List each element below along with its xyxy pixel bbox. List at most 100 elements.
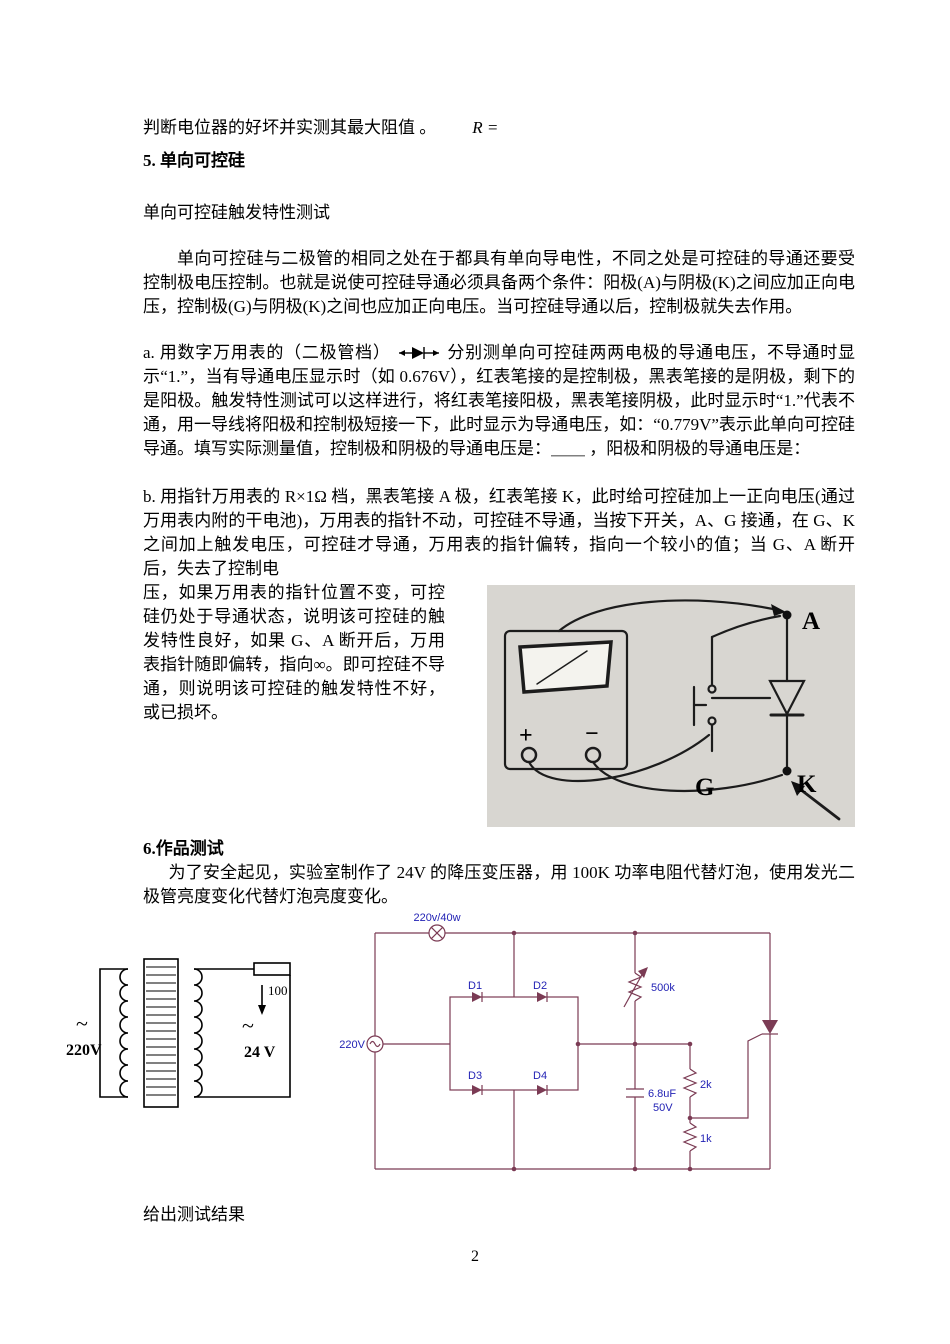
pot-wiper-arrow-line [623, 970, 645, 1008]
thyristor-triangle [768, 679, 806, 717]
cap-label: 6.8uF [648, 1088, 676, 1100]
resistor-2k-label: 2k [700, 1079, 712, 1091]
node-dot [632, 1166, 638, 1172]
diode-d1-symbol [472, 992, 482, 1002]
label-cathode: K [797, 771, 817, 798]
load-resistor [253, 962, 291, 976]
switch-contact-top [707, 684, 717, 694]
capacitor-plates [626, 1088, 644, 1098]
multimeter-body [503, 629, 629, 771]
diode-d1-label: D1 [468, 980, 482, 992]
switch-contact-bottom [707, 716, 717, 726]
scr-test-photo-figure: A G K + − [487, 585, 855, 827]
node-dot [632, 1041, 638, 1047]
load-label: 100 [268, 983, 288, 998]
secondary-voltage-label: 24 V [244, 1044, 276, 1061]
wire-minus-to-cathode [591, 760, 784, 793]
primary-loop [99, 968, 128, 1098]
item-a-text-pre: a. 用数字万用表的（二极管档） [143, 343, 391, 362]
section6-heading: 6.作品测试 [143, 839, 224, 858]
pot-arrowhead [638, 967, 648, 978]
resistor-1k-label: 1k [700, 1133, 712, 1145]
page-number: 2 [471, 1248, 479, 1265]
cap-voltage-label: 50V [653, 1102, 673, 1114]
resistor-2k-zigzag [682, 1068, 698, 1098]
section5-heading: 5. 单向可控硅 [143, 151, 245, 170]
section6-figures: ~ 220V ~ 24 V 100 [66, 911, 855, 1183]
secondary-coil [193, 968, 203, 1098]
diode-d2-label: D2 [533, 980, 547, 992]
wire-meter-to-anode [557, 599, 775, 633]
resistor-1k-zigzag [682, 1122, 698, 1152]
meter-minus-sign: − [585, 721, 599, 747]
anode-node [782, 610, 792, 620]
label-anode: A [802, 608, 820, 635]
footer-text: 给出测试结果 [143, 1205, 245, 1224]
schematic-symbols [472, 930, 778, 1172]
intro-formula: R = [472, 118, 499, 137]
node-dot [511, 1166, 517, 1172]
wire-plus-to-switch [527, 733, 711, 782]
diode-symbol-icon [398, 347, 439, 359]
thyristor-symbol [762, 1020, 778, 1034]
current-arrowhead [258, 1005, 266, 1015]
plus-terminal [520, 746, 538, 764]
label-gate: G [695, 774, 714, 801]
lamp-symbol [428, 924, 446, 942]
intro-text: 判断电位器的好坏并实测其最大阻值 。 [143, 118, 437, 137]
ac-source-sine [369, 1040, 381, 1048]
diode-d3-bar [481, 1085, 483, 1095]
arrowhead-to-anode [771, 604, 786, 616]
diode-d3-label: D3 [468, 1070, 482, 1082]
nodes-and-arrows [771, 604, 805, 796]
meter-display [518, 640, 613, 694]
diode-d3-symbol [472, 1085, 482, 1095]
cathode-node [782, 766, 792, 776]
item-b-paragraph: b. 用指针万用表的 R×1Ω 档，黑表笔接 A 极，红表笔接 K，此时给可控硅… [143, 487, 855, 578]
core [143, 958, 179, 1108]
transformer-figure: ~ 220V ~ 24 V 100 [66, 958, 291, 1108]
node-dot [687, 1041, 693, 1047]
secondary-tilde: ~ [242, 1013, 254, 1038]
meter-plus-sign: + [519, 723, 533, 749]
diode-d1-bar [481, 992, 483, 1002]
probe-pointer [794, 784, 841, 821]
meter-needle [536, 650, 588, 685]
item-a-text-post: 分别测单向可控硅两两电极的导通电压，不导通时显示“1.”，当有导通电压显示时（如… [143, 343, 856, 458]
diode-d4-label: D4 [533, 1070, 547, 1082]
gate-wire [690, 1033, 763, 1119]
probe-arrowhead [791, 781, 805, 796]
primary-tilde: ~ [76, 1011, 88, 1036]
item-a-paragraph: a. 用数字万用表的（二极管档）分别测单向可控硅两两电极的导通电压，不导通时显示… [143, 341, 855, 461]
diode-d2-bar [546, 992, 548, 1002]
primary-voltage-label: 220V [66, 1042, 102, 1059]
lamp-cross [430, 926, 444, 940]
intro-line: 判断电位器的好坏并实测其最大阻值 。 R = [143, 116, 855, 140]
lamp-label: 220v/40w [413, 912, 460, 924]
transformer-drawing [99, 958, 291, 1108]
node-dot [575, 1041, 581, 1047]
minus-terminal [584, 746, 602, 764]
scr-test-drawing: A G K + − [503, 599, 841, 821]
node-dot [687, 1166, 693, 1172]
source-label: 220V [339, 1039, 365, 1051]
diode-d4-bar [546, 1085, 548, 1095]
section6-paragraph: 为了安全起见，实验室制作了 24V 的降压变压器，用 100K 功率电阻代替灯泡… [143, 863, 855, 906]
pot-label: 500k [651, 982, 675, 994]
meter-and-wiring [503, 599, 841, 821]
node-dot [687, 1115, 693, 1121]
schematic-wiring [366, 924, 778, 1170]
diode-d2-symbol [537, 992, 547, 1002]
page-content: 判断电位器的好坏并实测其最大阻值 。 R = 5. 单向可控硅 单向可控硅触发特… [66, 116, 855, 1227]
item-b-text-continued: 压，如果万用表的指针位置不变，可控硅仍处于导通状态，说明该可控硅的触发特性良好，… [143, 583, 445, 722]
node-dot [511, 930, 517, 936]
node-dot [632, 930, 638, 936]
dimmer-schematic-figure: 220v/40w 220V D1 D2 D3 D4 500k 6.8uF 50V… [339, 912, 778, 1172]
core-laminations [146, 966, 176, 1096]
wire-switch-to-anode [710, 614, 782, 639]
section5-subtitle: 单向可控硅触发特性测试 [143, 203, 330, 222]
section5-paragraph: 单向可控硅与二极管的相同之处在于都具有单向导电性，不同之处是可控硅的导通还要受控… [143, 249, 855, 316]
primary-coil [119, 968, 129, 1098]
item-b-continuation-row: 压，如果万用表的指针位置不变，可控硅仍处于导通状态，说明该可控硅的触发特性良好，… [143, 581, 855, 827]
